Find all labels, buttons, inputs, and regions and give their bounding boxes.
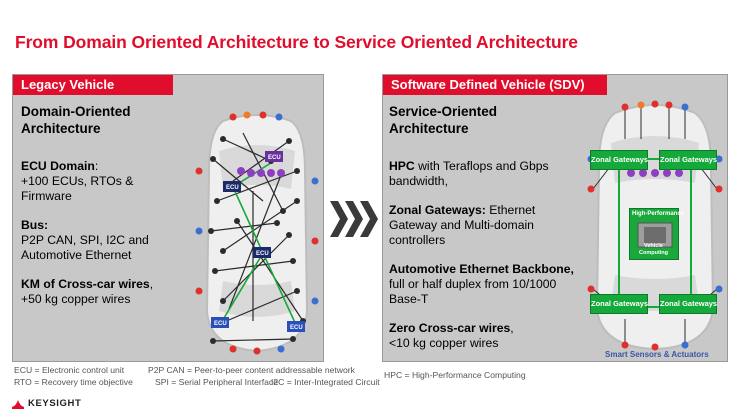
bus-label: Bus: <box>21 218 49 232</box>
hpc-line2: bandwidth, <box>389 174 448 188</box>
zonal-gateway-rear-right: Zonal Gateways <box>659 294 717 314</box>
zero-wires-punct: , <box>510 321 514 335</box>
ecu-label-3: ECU <box>256 251 269 257</box>
hpc-text: with Teraflops and Gbps <box>414 159 549 173</box>
sdv-tab: Software Defined Vehicle (SDV) <box>383 75 607 95</box>
footnote-i2c: I2C = Inter-Integrated Circuit <box>271 377 380 387</box>
ecu-domain-line2: +100 ECUs, RTOs & <box>21 174 134 188</box>
legacy-vehicle-panel: Legacy Vehicle Domain-Oriented Architect… <box>12 74 324 362</box>
wires-line2: +50 kg copper wires <box>21 292 131 306</box>
ecu-label-1: ECU <box>268 155 281 161</box>
keysight-wordmark: KEYSIGHT <box>28 398 82 409</box>
hpc-unit: High-Performance Vehicle Computing <box>629 208 684 260</box>
footnote-rto: RTO = Recovery time objective <box>14 377 133 387</box>
zonal-line2: Gateway and Multi-domain <box>389 218 534 232</box>
bus-line3: Automotive Ethernet <box>21 248 132 262</box>
hpc-unit-sub2: Computing <box>639 250 669 256</box>
backbone-label: Automotive Ethernet Backbone, <box>389 262 574 276</box>
footnote-spi: SPI = Serial Peripheral Interface <box>155 377 279 387</box>
zonal-label: Zonal Gateways: <box>389 203 486 217</box>
ecu-domain-label: ECU Domain <box>21 159 95 173</box>
zonal-gateway-front-right: Zonal Gateways <box>659 150 717 170</box>
chip-icon <box>637 222 673 248</box>
smart-sensors-label: Smart Sensors & Actuators <box>605 350 709 359</box>
legacy-heading-line1: Domain-Oriented <box>21 104 131 119</box>
sdv-description: Service-Oriented Architecture HPC with T… <box>389 103 589 351</box>
ecu-domain-line3: Firmware <box>21 189 72 203</box>
keysight-logo: KEYSIGHT <box>12 398 81 409</box>
hpc-unit-title: High-Performance <box>632 211 685 217</box>
wires-label: KM of Cross-car wires <box>21 277 150 291</box>
zonal-gateway-front-left: Zonal Gateways <box>590 150 648 170</box>
keysight-logo-icon <box>12 399 24 409</box>
bus-line2: P2P CAN, SPI, I2C and <box>21 233 149 247</box>
footnote-p2p: P2P CAN = Peer-to-peer content addressab… <box>148 365 355 375</box>
transition-chevrons-icon <box>330 201 378 237</box>
sdv-heading-line2: Architecture <box>389 121 469 136</box>
footnote-hpc: HPC = High-Performance Computing <box>384 370 526 380</box>
hpc-unit-sub1: Vehicle <box>644 243 663 249</box>
ecu-domain-punct: : <box>94 159 99 173</box>
slide-title: From Domain Oriented Architecture to Ser… <box>15 32 578 52</box>
sdv-heading-line1: Service-Oriented <box>389 104 498 119</box>
ecu-label-5: ECU <box>290 325 303 331</box>
legacy-vehicle-tab: Legacy Vehicle <box>13 75 173 95</box>
zonal-text: Ethernet <box>485 203 536 217</box>
legacy-heading-line2: Architecture <box>21 121 101 136</box>
wires-punct: , <box>149 277 154 291</box>
ecu-label-2: ECU <box>226 185 239 191</box>
zonal-gateway-rear-left: Zonal Gateways <box>590 294 648 314</box>
legacy-description: Domain-Oriented Architecture ECU Domain:… <box>21 103 191 307</box>
backbone-line3: Base-T <box>389 292 429 306</box>
ecu-label-4: ECU <box>214 321 227 327</box>
footnote-ecu: ECU = Electronic control unit <box>14 365 125 375</box>
zero-wires-label: Zero Cross-car wires <box>389 321 511 335</box>
sdv-panel: Software Defined Vehicle (SDV) Service-O… <box>382 74 728 362</box>
backbone-line2: full or half duplex from 10/1000 <box>389 277 557 291</box>
legacy-car-diagram: ECU ECU ECU ECU ECU <box>195 111 319 355</box>
hpc-label: HPC <box>389 159 415 173</box>
zonal-line3: controllers <box>389 233 446 247</box>
zero-wires-line2: <10 kg copper wires <box>389 336 499 350</box>
